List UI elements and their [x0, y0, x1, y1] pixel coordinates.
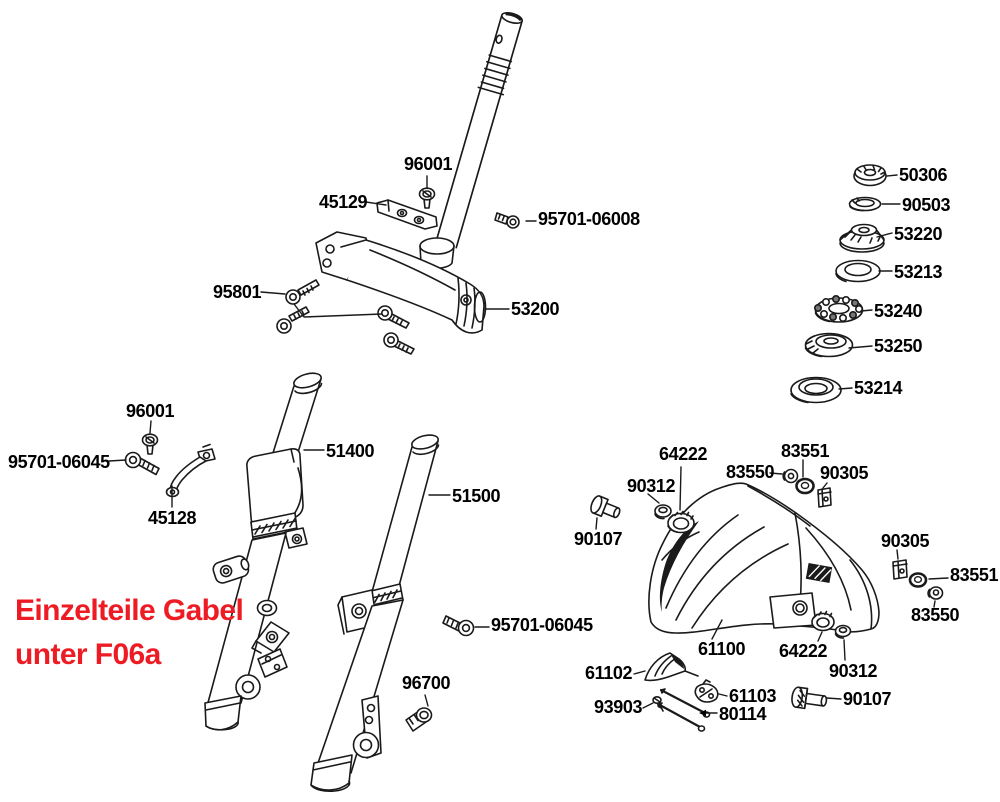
- part-label-96001-left: 96001: [126, 401, 175, 421]
- part-label-53220: 53220: [894, 224, 943, 244]
- steering-stem: [435, 11, 523, 249]
- bushing-90312-top: [654, 504, 672, 520]
- collar-64222-bottom: [811, 610, 835, 632]
- part-label-45129: 45129: [319, 192, 368, 212]
- triple-clamp: [315, 231, 487, 334]
- clip-90305-top: [817, 487, 832, 508]
- part-label-83550-right: 83550: [911, 605, 960, 625]
- part-label-83550-top: 83550: [726, 462, 775, 482]
- bushing-90312-bottom: [834, 624, 852, 639]
- fork-leg-51500: [310, 434, 440, 793]
- part-label-64222-bottom: 64222: [779, 641, 828, 661]
- part-label-53214: 53214: [854, 378, 903, 398]
- bolt-95701-06008: [494, 212, 520, 229]
- cone-race-53220: [839, 223, 885, 253]
- dust-seal-53214: [790, 376, 842, 404]
- bolt-96700: [405, 707, 433, 732]
- part-label-90312-top: 90312: [627, 476, 676, 496]
- washer-90503: [848, 196, 882, 212]
- deflector-61102: [644, 652, 699, 682]
- part-label-51500: 51500: [452, 486, 501, 506]
- part-label-61100: 61100: [698, 639, 746, 659]
- grommet-83551-top: [795, 477, 815, 495]
- part-label-61102: 61102: [585, 663, 633, 683]
- fork-leg-51400: [204, 372, 323, 731]
- part-label-90107-left: 90107: [574, 529, 623, 549]
- part-label-51400: 51400: [326, 441, 375, 461]
- part-label-53240: 53240: [874, 301, 923, 321]
- part-label-96001-top: 96001: [404, 154, 453, 174]
- part-label-64222-top: 64222: [659, 444, 708, 464]
- part-label-53250: 53250: [874, 336, 923, 356]
- part-label-80114: 80114: [719, 704, 767, 724]
- part-label-95801: 95801: [213, 282, 262, 302]
- holder-plate-45129: [376, 199, 438, 230]
- note-text-line1: Einzelteile Gabel: [15, 594, 244, 627]
- bolt-95701-06045-left: [124, 451, 160, 476]
- bolt-95801-set: [276, 279, 415, 355]
- part-label-90503: 90503: [902, 195, 951, 215]
- collar-64222-top: [667, 510, 695, 534]
- note-text-line2: unter F06a: [15, 638, 161, 671]
- part-label-90312-bottom: 90312: [829, 661, 878, 681]
- bolt-95701-06045-bottom: [442, 615, 475, 637]
- race-53250: [804, 332, 854, 358]
- part-label-50306: 50306: [899, 165, 948, 185]
- part-label-53200: 53200: [511, 299, 560, 319]
- leader-lines: [108, 174, 949, 717]
- part-label-95701-06045-bottom: 95701-06045: [491, 615, 593, 635]
- part-label-90305-right: 90305: [881, 531, 930, 551]
- part-label-83551-right: 83551: [950, 565, 999, 585]
- part-label-90107-bottom: 90107: [843, 689, 892, 709]
- screw-96001-left: [141, 433, 159, 455]
- nut-83550-top: [782, 468, 799, 484]
- bolt-90107-left: [590, 495, 621, 519]
- clamp-61103: [694, 679, 719, 703]
- grommet-83551-right: [908, 572, 928, 588]
- part-label-96700: 96700: [402, 673, 451, 693]
- part-label-90305-top: 90305: [820, 463, 869, 483]
- part-label-61103: 61103: [729, 686, 777, 706]
- part-label-93903: 93903: [594, 697, 643, 717]
- bolt-90107-bottom: [791, 686, 828, 710]
- clip-90305-right: [892, 559, 908, 580]
- part-label-95701-06008: 95701-06008: [538, 209, 640, 229]
- part-label-83551-top: 83551: [781, 441, 830, 461]
- part-label-95701-06045-left: 95701-06045: [8, 452, 110, 472]
- part-label-53213: 53213: [894, 262, 943, 282]
- part-label-45128: 45128: [148, 508, 197, 528]
- steering-nut-50306: [853, 164, 887, 187]
- front-fender: [648, 482, 880, 634]
- ball-bearing-53240: [813, 294, 864, 323]
- nut-83550-right: [927, 586, 944, 600]
